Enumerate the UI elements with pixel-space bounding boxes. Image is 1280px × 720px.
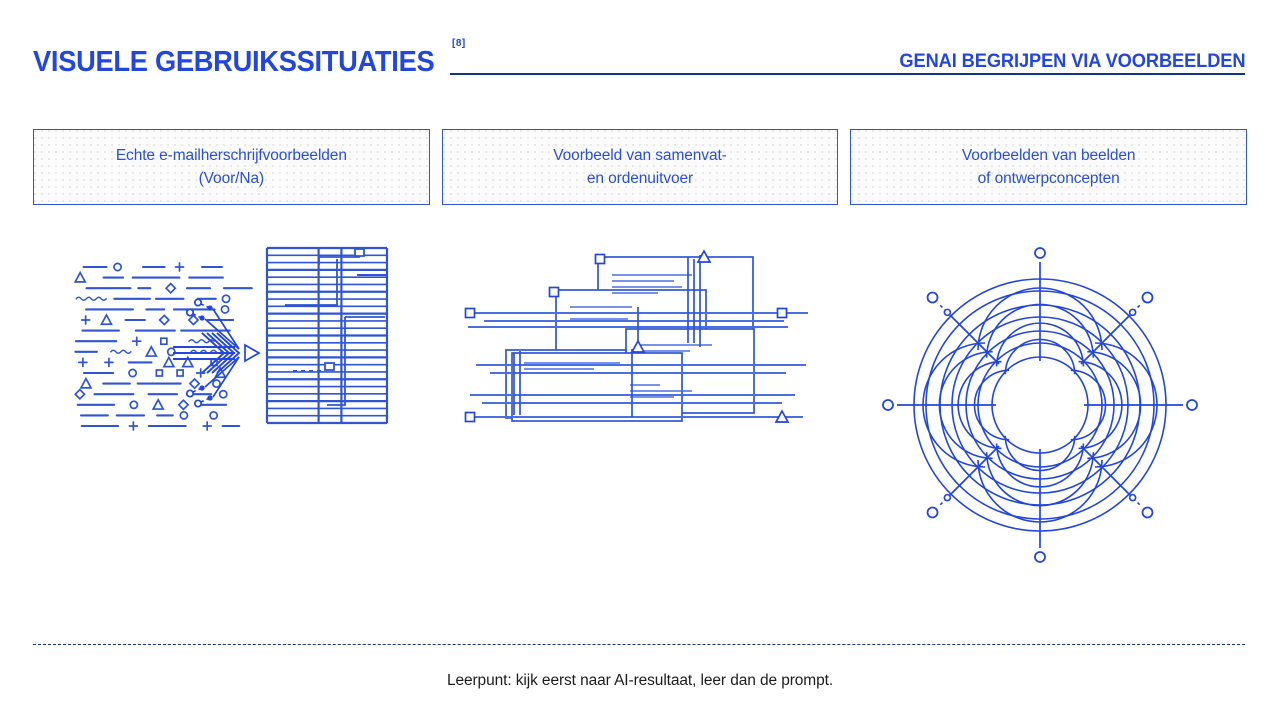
- footer-divider: [33, 644, 1245, 645]
- card-label: Voorbeelden van beelden of ontwerpconcep…: [961, 147, 1136, 187]
- card-image-design[interactable]: Voorbeelden van beelden of ontwerpconcep…: [850, 129, 1248, 205]
- header-divider: [450, 73, 1245, 75]
- illustration-row: [0, 245, 1280, 615]
- card-summarize-order[interactable]: Voorbeeld van samenvat- en ordenuitvoer: [441, 129, 839, 205]
- page-header: VISUELE GEBRUIKSSITUATIES [8] GENAI BEGR…: [0, 0, 1280, 110]
- card-label: Echte e-mailherschrijfvoorbeelden (Voor/…: [115, 147, 347, 187]
- header-subtitle: GENAI BEGRIJPEN VIA VOORBEELDEN: [898, 51, 1245, 72]
- footer-note: Leerpunt: kijk eerst naar AI-resultaat, …: [446, 672, 834, 689]
- card-row: Echte e-mailherschrijfvoorbeelden (Voor/…: [33, 129, 1248, 205]
- page-title: VISUELE GEBRUIKSSITUATIES: [33, 46, 435, 78]
- chaos-to-order-diagram: [55, 245, 395, 545]
- slide-index-badge: [8]: [452, 38, 466, 49]
- card-email-rewrite[interactable]: Echte e-mailherschrijfvoorbeelden (Voor/…: [33, 129, 430, 205]
- card-label: Voorbeeld van samenvat- en ordenuitvoer: [553, 147, 727, 187]
- stacked-documents-diagram: [460, 245, 820, 545]
- radial-mandala-diagram: [880, 245, 1200, 565]
